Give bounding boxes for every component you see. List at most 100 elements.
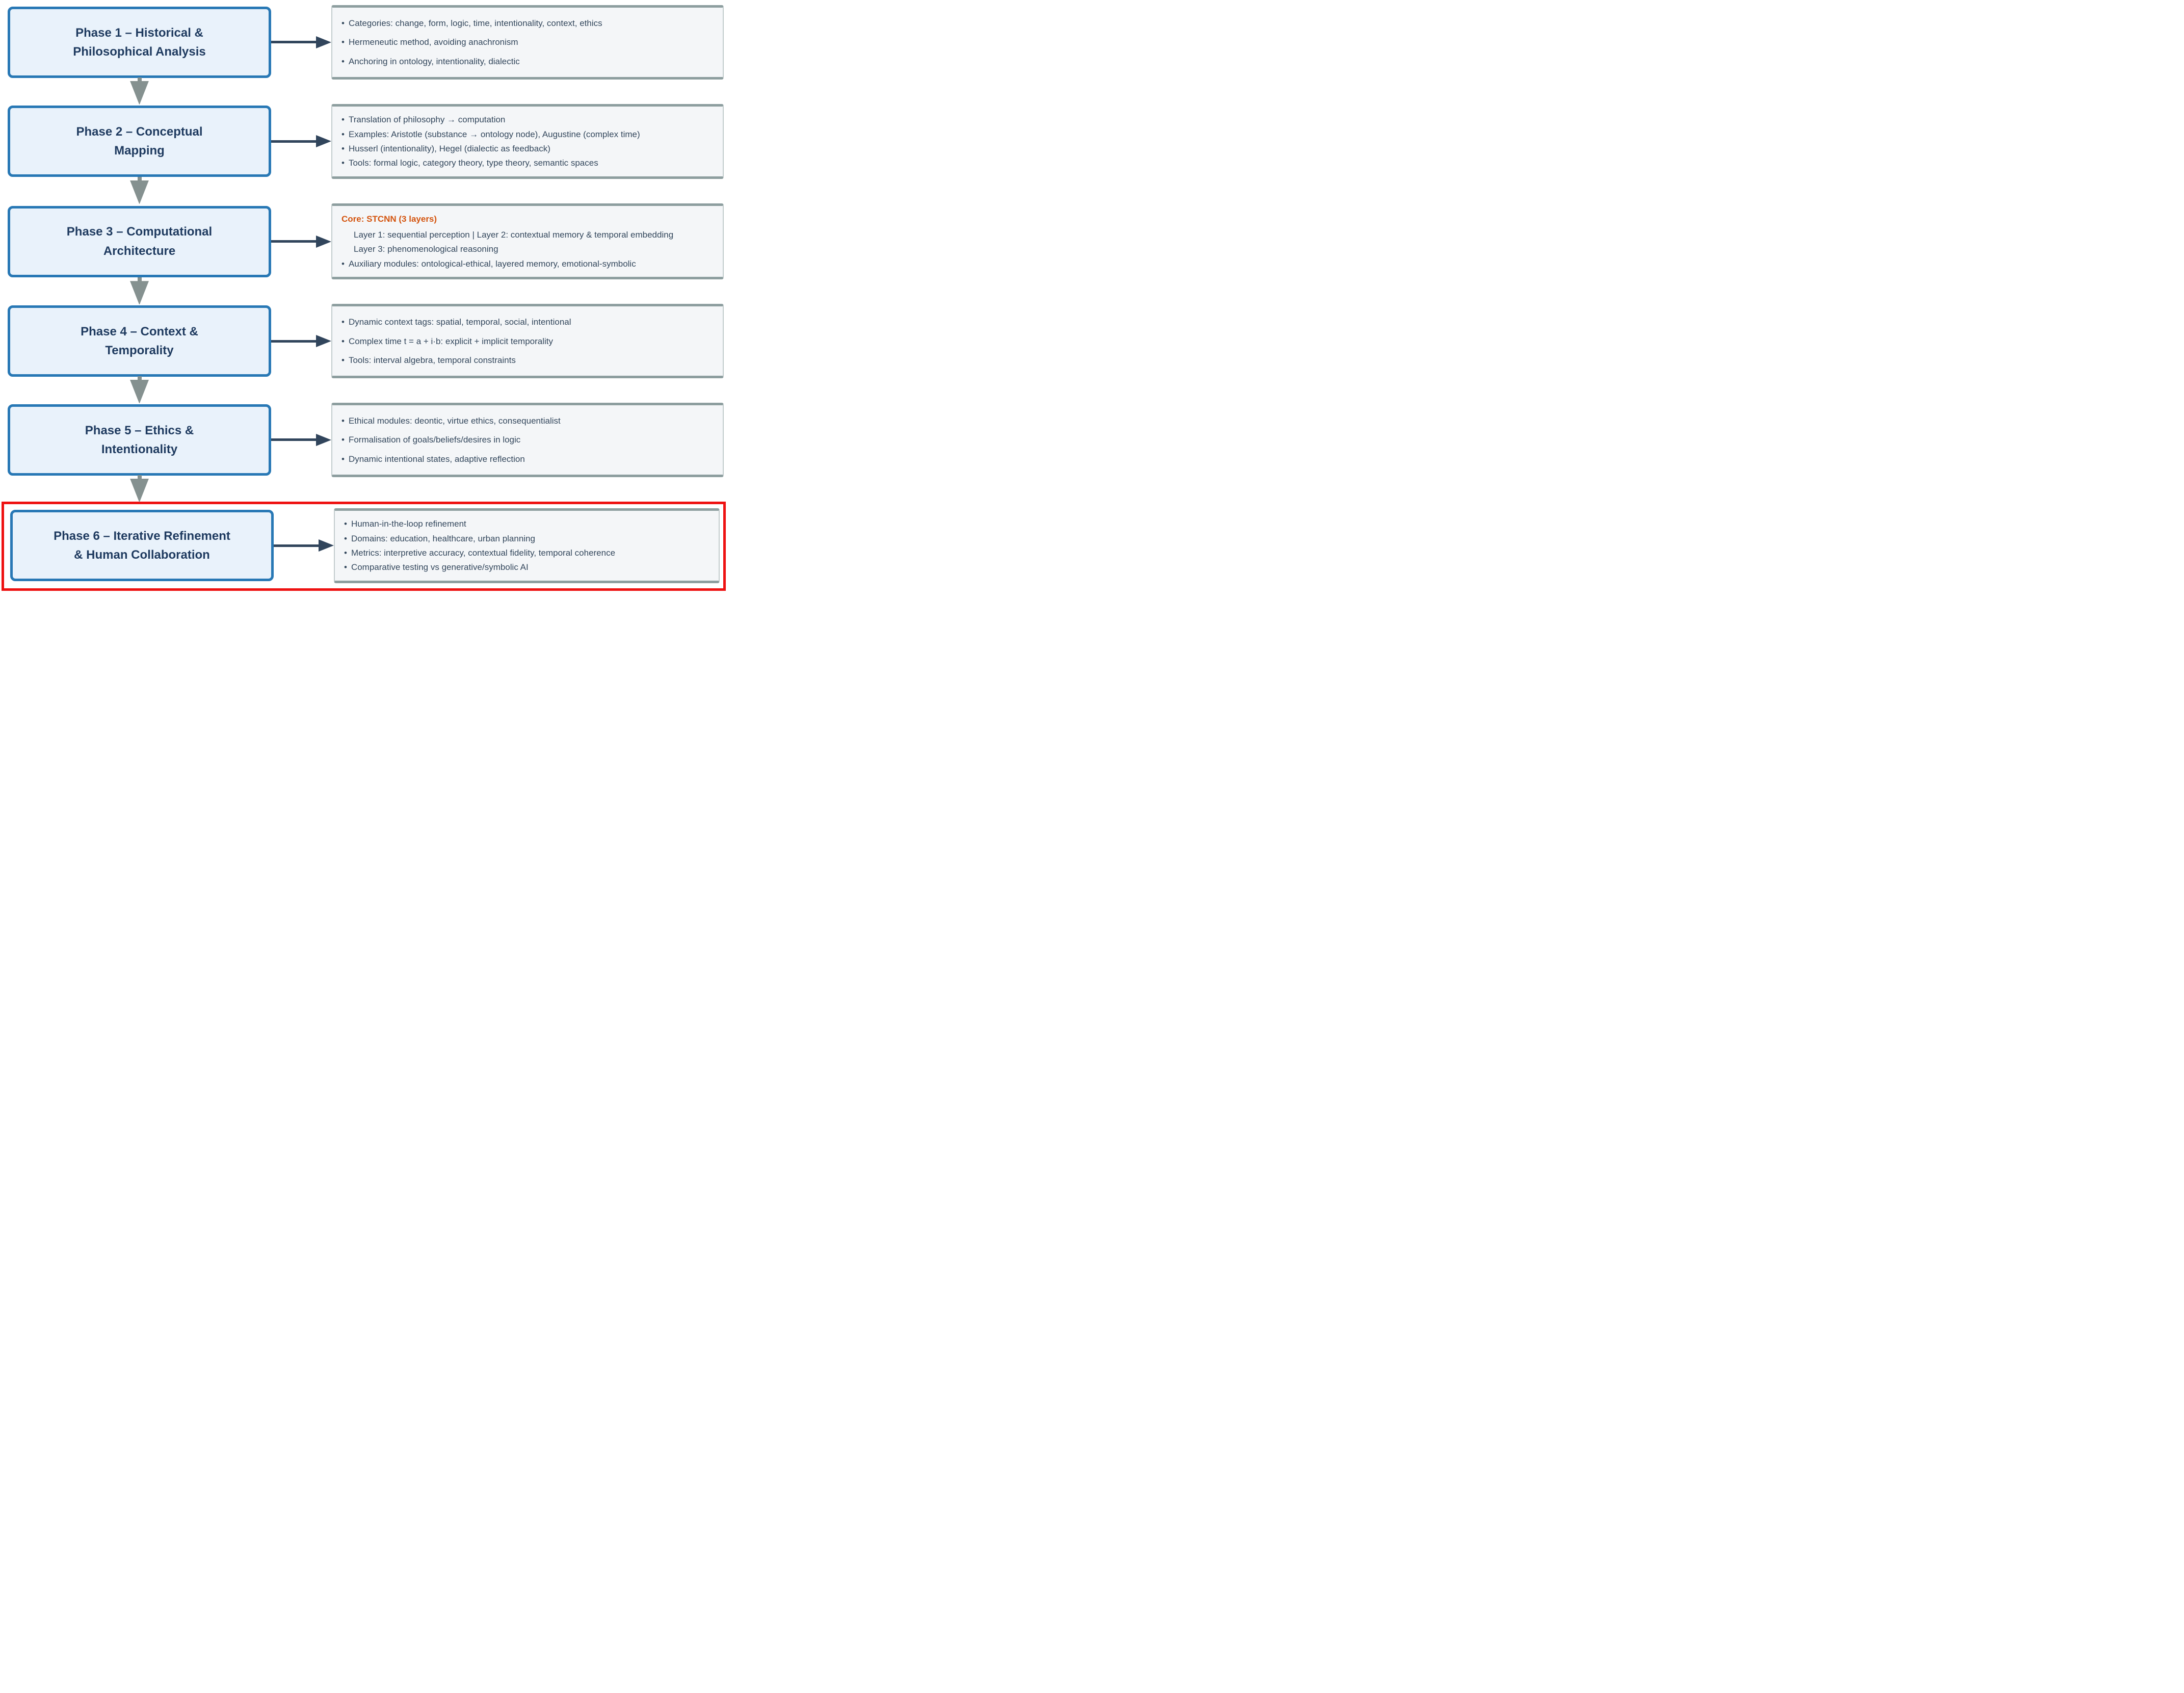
detail-text: Translation of philosophy → computation: [348, 115, 506, 125]
right-arrow-line: [271, 140, 317, 143]
phases-diagram: Phase 1 – Historical & Philosophical Anal…: [0, 0, 726, 597]
phase-title-line: Phase 3 – Computational: [66, 225, 213, 239]
right-arrow-head: [316, 135, 331, 148]
detail-text: Anchoring in ontology, intentionality, d…: [348, 56, 520, 66]
detail-line: Core: STCNN (3 layers): [341, 214, 714, 224]
bullet-icon: •: [344, 519, 347, 529]
detail-line: •Husserl (intentionality), Hegel (dialec…: [341, 143, 714, 154]
phase-title-line: & Human Collaboration: [74, 548, 210, 562]
right-arrow-head: [316, 433, 331, 446]
detail-text: Formalisation of goals/beliefs/desires i…: [348, 435, 521, 445]
detail-text: Metrics: interpretive accuracy, contextu…: [351, 548, 616, 558]
detail-line: Layer 1: sequential perception | Layer 2…: [341, 229, 714, 240]
bullet-icon: •: [341, 454, 345, 464]
right-arrow-head: [316, 335, 331, 348]
bullet-icon: •: [341, 258, 345, 269]
down-arrow-stub: [138, 376, 142, 381]
detail-line: •Formalisation of goals/beliefs/desires …: [341, 434, 714, 445]
down-arrow-gap: [0, 77, 726, 105]
detail-text: Tools: formal logic, category theory, ty…: [348, 158, 598, 168]
right-arrow-line: [271, 340, 317, 343]
detail-text: Layer 3: phenomenological reasoning: [354, 244, 498, 254]
phase-row: Phase 4 – Context &Temporality •Dynamic …: [0, 304, 726, 378]
detail-line: • Human-in-the-loop refinement: [344, 518, 709, 529]
down-arrow-stub: [138, 77, 142, 82]
right-arrow-head: [316, 235, 331, 248]
bullet-icon: •: [341, 158, 345, 168]
right-arrow-line: [274, 544, 319, 547]
bullet-icon: •: [341, 37, 345, 47]
phase-box: Phase 4 – Context &Temporality: [8, 305, 271, 377]
bullet-icon: •: [341, 416, 345, 426]
bullet-icon: •: [341, 143, 345, 153]
detail-line: •Tools: formal logic, category theory, t…: [341, 158, 714, 168]
detail-line: •Comparative testing vs generative/symbo…: [344, 562, 709, 572]
bullet-icon: •: [344, 533, 347, 543]
detail-line: •Categories: change, form, logic, time, …: [341, 18, 714, 29]
phase-row: Phase 5 – Ethics &Intentionality •Ethica…: [0, 403, 726, 477]
detail-line: • Domains: education, healthcare, urban p…: [344, 533, 709, 544]
phase-detail-box: • Human-in-the-loop refinement • Domains: e…: [334, 508, 720, 583]
down-arrow-stub: [138, 277, 142, 282]
bullet-icon: •: [341, 317, 345, 327]
phase-detail-box: •Ethical modules: deontic, virtue ethics…: [331, 403, 724, 477]
down-arrow-icon: [130, 380, 149, 403]
phase-row: Phase 6 – Iterative Refinement & Human Co…: [4, 508, 722, 583]
down-arrow-icon: [130, 281, 149, 305]
phase-box: Phase 1 – Historical & Philosophical Anal…: [8, 6, 271, 78]
bullet-icon: •: [341, 129, 345, 139]
detail-text: Auxiliary modules: ontological-ethical, …: [348, 258, 636, 269]
highlight-frame: Phase 6 – Iterative Refinement & Human Co…: [2, 501, 726, 591]
down-arrow-gap: [0, 475, 726, 502]
detail-text: Layer 1: sequential perception | Layer 2…: [354, 230, 674, 240]
phase-title-line: Mapping: [114, 144, 165, 158]
detail-text: Human-in-the-loop refinement: [351, 519, 466, 529]
phase-title-line: Phase 2 – Conceptual: [76, 125, 203, 139]
detail-line: •Hermeneutic method, avoiding anachronis…: [341, 37, 714, 47]
bullet-icon: •: [341, 435, 345, 445]
detail-line: •Complex time t = a + i·b: explicit + im…: [341, 336, 714, 347]
right-arrow-line: [271, 240, 317, 243]
phase-title-line: Phase 5 – Ethics &: [85, 423, 194, 437]
down-arrow-icon: [130, 478, 149, 502]
phase-rows: Phase 1 – Historical & Philosophical Anal…: [0, 5, 726, 591]
down-arrow-stub: [138, 475, 142, 480]
right-arrow-head: [319, 539, 334, 552]
phase-row: Phase 1 – Historical & Philosophical Anal…: [0, 5, 726, 80]
detail-line: •Dynamic context tags: spatial, temporal…: [341, 317, 714, 327]
phase-box: Phase 6 – Iterative Refinement & Human Co…: [10, 510, 274, 582]
down-arrow-stub: [138, 176, 142, 181]
bullet-icon: •: [341, 355, 345, 365]
right-arrow-head: [316, 36, 331, 48]
down-arrow-gap: [0, 376, 726, 403]
down-arrow-gap: [0, 277, 726, 305]
detail-line: Layer 3: phenomenological reasoning: [341, 244, 714, 254]
detail-text: Tools: interval algebra, temporal constr…: [348, 355, 516, 365]
detail-text: Domains: education, healthcare, urban pl…: [351, 533, 535, 543]
detail-line: •Ethical modules: deontic, virtue ethics…: [341, 415, 714, 426]
phase-title-line: Temporality: [105, 344, 174, 358]
right-arrow-line: [271, 438, 317, 441]
phase-title: Phase 5 – Ethics &Intentionality: [85, 421, 194, 459]
phase-title: Phase 4 – Context &Temporality: [81, 322, 198, 360]
phase-title-line: Architecture: [103, 244, 176, 258]
detail-line: •Dynamic intentional states, adaptive re…: [341, 454, 714, 464]
detail-line: •Metrics: interpretive accuracy, context…: [344, 548, 709, 558]
phase-title-line: Philosophical Analysis: [73, 44, 206, 59]
detail-text: Core: STCNN (3 layers): [341, 214, 437, 224]
detail-line: •Auxiliary modules: ontological-ethical,…: [341, 258, 714, 269]
bullet-icon: •: [341, 18, 345, 28]
phase-title-line: Phase 6 – Iterative Refinement: [54, 529, 230, 543]
phase-title: Phase 1 – Historical & Philosophical Anal…: [73, 23, 206, 61]
phase-title-line: Phase 1 – Historical &: [75, 25, 203, 40]
detail-text: Complex time t = a + i·b: explicit + imp…: [348, 336, 554, 346]
bullet-icon: •: [344, 562, 347, 572]
detail-text: Dynamic context tags: spatial, temporal,…: [348, 317, 571, 327]
right-arrow-icon: [274, 539, 334, 552]
detail-text: Husserl (intentionality), Hegel (dialect…: [348, 143, 550, 153]
phase-detail-box: •Dynamic context tags: spatial, temporal…: [331, 304, 724, 378]
phase-detail-box: •Categories: change, form, logic, time, …: [331, 5, 724, 80]
right-arrow-icon: [271, 36, 331, 48]
